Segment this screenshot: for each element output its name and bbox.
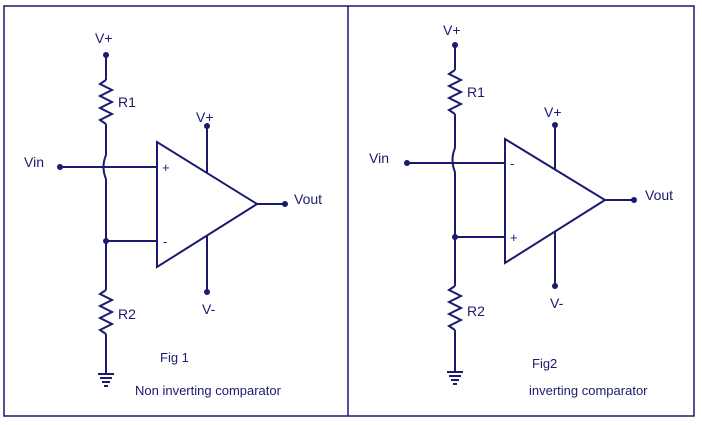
fig1-r2-label: R2 — [118, 306, 136, 322]
fig2-vin-label: Vin — [369, 150, 389, 166]
fig1-r1-resistor — [97, 79, 115, 125]
fig1-opamp-vplus-label: V+ — [196, 109, 214, 125]
fig1-r1-label: R1 — [118, 94, 136, 110]
fig1-opamp-vminus-node — [204, 289, 210, 295]
fig2-r1-resistor — [446, 69, 464, 115]
fig1-vout-label: Vout — [294, 191, 322, 207]
fig1-plus-sign: + — [162, 160, 170, 175]
fig1-circuit — [57, 52, 288, 387]
fig1-minus-sign: - — [163, 234, 167, 249]
diagram-frame — [3, 5, 695, 417]
fig2-r2-resistor — [446, 285, 464, 331]
fig2-fig-label: Fig2 — [532, 356, 557, 371]
fig2-opamp-vplus-label: V+ — [544, 104, 562, 120]
fig2-r2-label: R2 — [467, 303, 485, 319]
fig2-opamp-vminus-label: V- — [550, 295, 564, 311]
fig1-r2-resistor — [97, 289, 115, 335]
fig2-r1-label: R1 — [467, 84, 485, 100]
fig2-vout-label: Vout — [645, 187, 673, 203]
fig2-circuit — [404, 42, 637, 385]
fig1-vout-node — [282, 201, 288, 207]
fig1-fig-label: Fig 1 — [160, 350, 189, 365]
fig1-vin-label: Vin — [24, 154, 44, 170]
fig2-crossover — [451, 147, 456, 173]
fig2-caption: inverting comparator — [529, 383, 648, 398]
fig2-vplus-top-label: V+ — [443, 22, 461, 38]
fig2-vout-node — [631, 197, 637, 203]
fig2-plus-sign: + — [510, 230, 518, 245]
fig1-vplus-top-label: V+ — [95, 30, 113, 46]
fig1-caption: Non inverting comparator — [135, 383, 282, 398]
fig2-opamp-vminus-node — [552, 283, 558, 289]
fig1-opamp-vminus-label: V- — [202, 301, 216, 317]
fig2-minus-sign: - — [510, 156, 514, 171]
